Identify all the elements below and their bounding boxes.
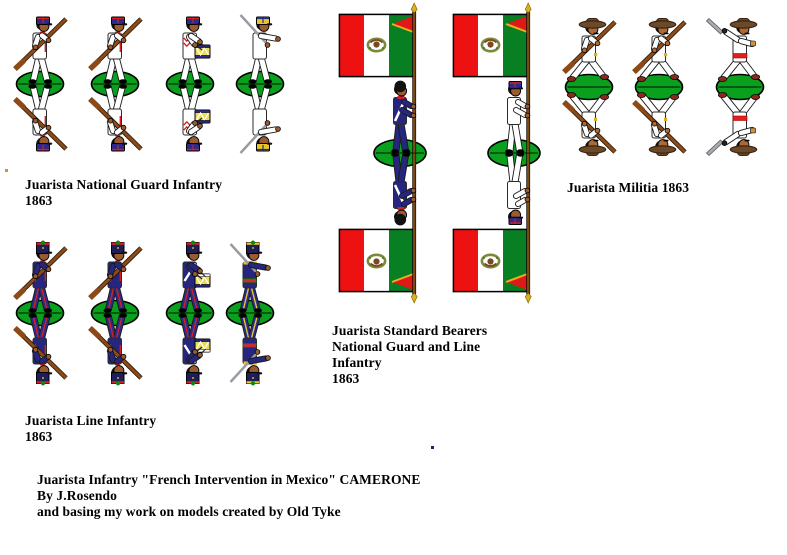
standard-bearer-figure — [505, 81, 531, 154]
pennant — [505, 15, 531, 34]
figure-upright — [88, 240, 143, 313]
column-reflection — [452, 152, 532, 304]
figure-reflection — [562, 92, 617, 156]
column-reflection — [338, 152, 418, 304]
standard-bearer-figure — [391, 152, 417, 226]
militia-label: Juarista Militia 1863 — [567, 180, 690, 195]
base — [15, 299, 65, 327]
figure-upright — [632, 18, 687, 82]
figure-reflection — [632, 92, 687, 156]
figure-reflection — [229, 313, 271, 386]
mexican-flag — [452, 228, 528, 293]
column-upright — [338, 2, 418, 154]
figure-national-guard-standard-bearer — [450, 2, 560, 307]
pennant — [391, 272, 417, 291]
figure-reflection — [705, 92, 761, 157]
base — [235, 70, 285, 98]
figure-reflection — [88, 313, 143, 386]
figure-reflection — [239, 84, 281, 154]
figure-upright — [13, 16, 68, 84]
figure-reflection — [178, 84, 211, 152]
pennant — [505, 272, 531, 291]
credits-text: Juarista Infantry "French Intervention i… — [37, 472, 421, 519]
stray-pixel-artifact — [5, 169, 8, 172]
mexican-flag — [452, 13, 528, 78]
figure-upright — [178, 240, 211, 313]
figure-upright — [705, 17, 761, 82]
figure-upright — [229, 240, 271, 313]
figure-national-guard-rifleman-2 — [78, 12, 152, 157]
base — [165, 299, 215, 327]
figure-line-drummer — [153, 240, 227, 386]
figure-upright — [562, 18, 617, 82]
column-upright — [452, 2, 532, 154]
standard-bearer-figure — [505, 152, 531, 225]
figure-militia-machete-man — [703, 15, 777, 160]
figure-national-guard-officer — [223, 12, 297, 157]
standard-bearers-label: Juarista Standard Bearers National Guard… — [332, 323, 488, 386]
figure-reflection — [178, 313, 211, 386]
base — [564, 73, 614, 101]
figure-upright — [239, 14, 281, 84]
base — [165, 70, 215, 98]
base — [15, 70, 65, 98]
national-guard-label: Juarista National Guard Infantry 1863 — [25, 177, 223, 208]
figure-reflection — [88, 84, 143, 152]
figure-reflection — [13, 313, 68, 386]
base — [225, 299, 275, 327]
figure-national-guard-rifleman-1 — [3, 12, 77, 157]
figure-line-infantry-standard-bearer — [336, 2, 446, 307]
pennant — [391, 15, 417, 34]
mexican-flag — [338, 13, 414, 78]
base — [90, 299, 140, 327]
figure-militia-rifleman-2 — [622, 15, 696, 160]
figure-national-guard-drummer — [153, 12, 227, 157]
figure-line-officer — [213, 240, 287, 386]
figure-upright — [88, 16, 143, 84]
base — [715, 73, 765, 101]
base — [634, 73, 684, 101]
figure-upright — [178, 16, 211, 84]
figure-line-rifleman-1 — [3, 240, 77, 386]
flag-pole — [524, 2, 532, 154]
figure-upright — [13, 240, 68, 313]
stray-pixel-artifact — [431, 446, 434, 449]
line-infantry-label: Juarista Line Infantry 1863 — [25, 413, 157, 444]
figure-line-rifleman-2 — [78, 240, 152, 386]
figure-militia-rifleman-1 — [552, 15, 626, 160]
figure-reflection — [13, 84, 68, 152]
base — [90, 70, 140, 98]
standard-bearer-figure — [391, 80, 417, 154]
flag-pole — [410, 2, 418, 154]
